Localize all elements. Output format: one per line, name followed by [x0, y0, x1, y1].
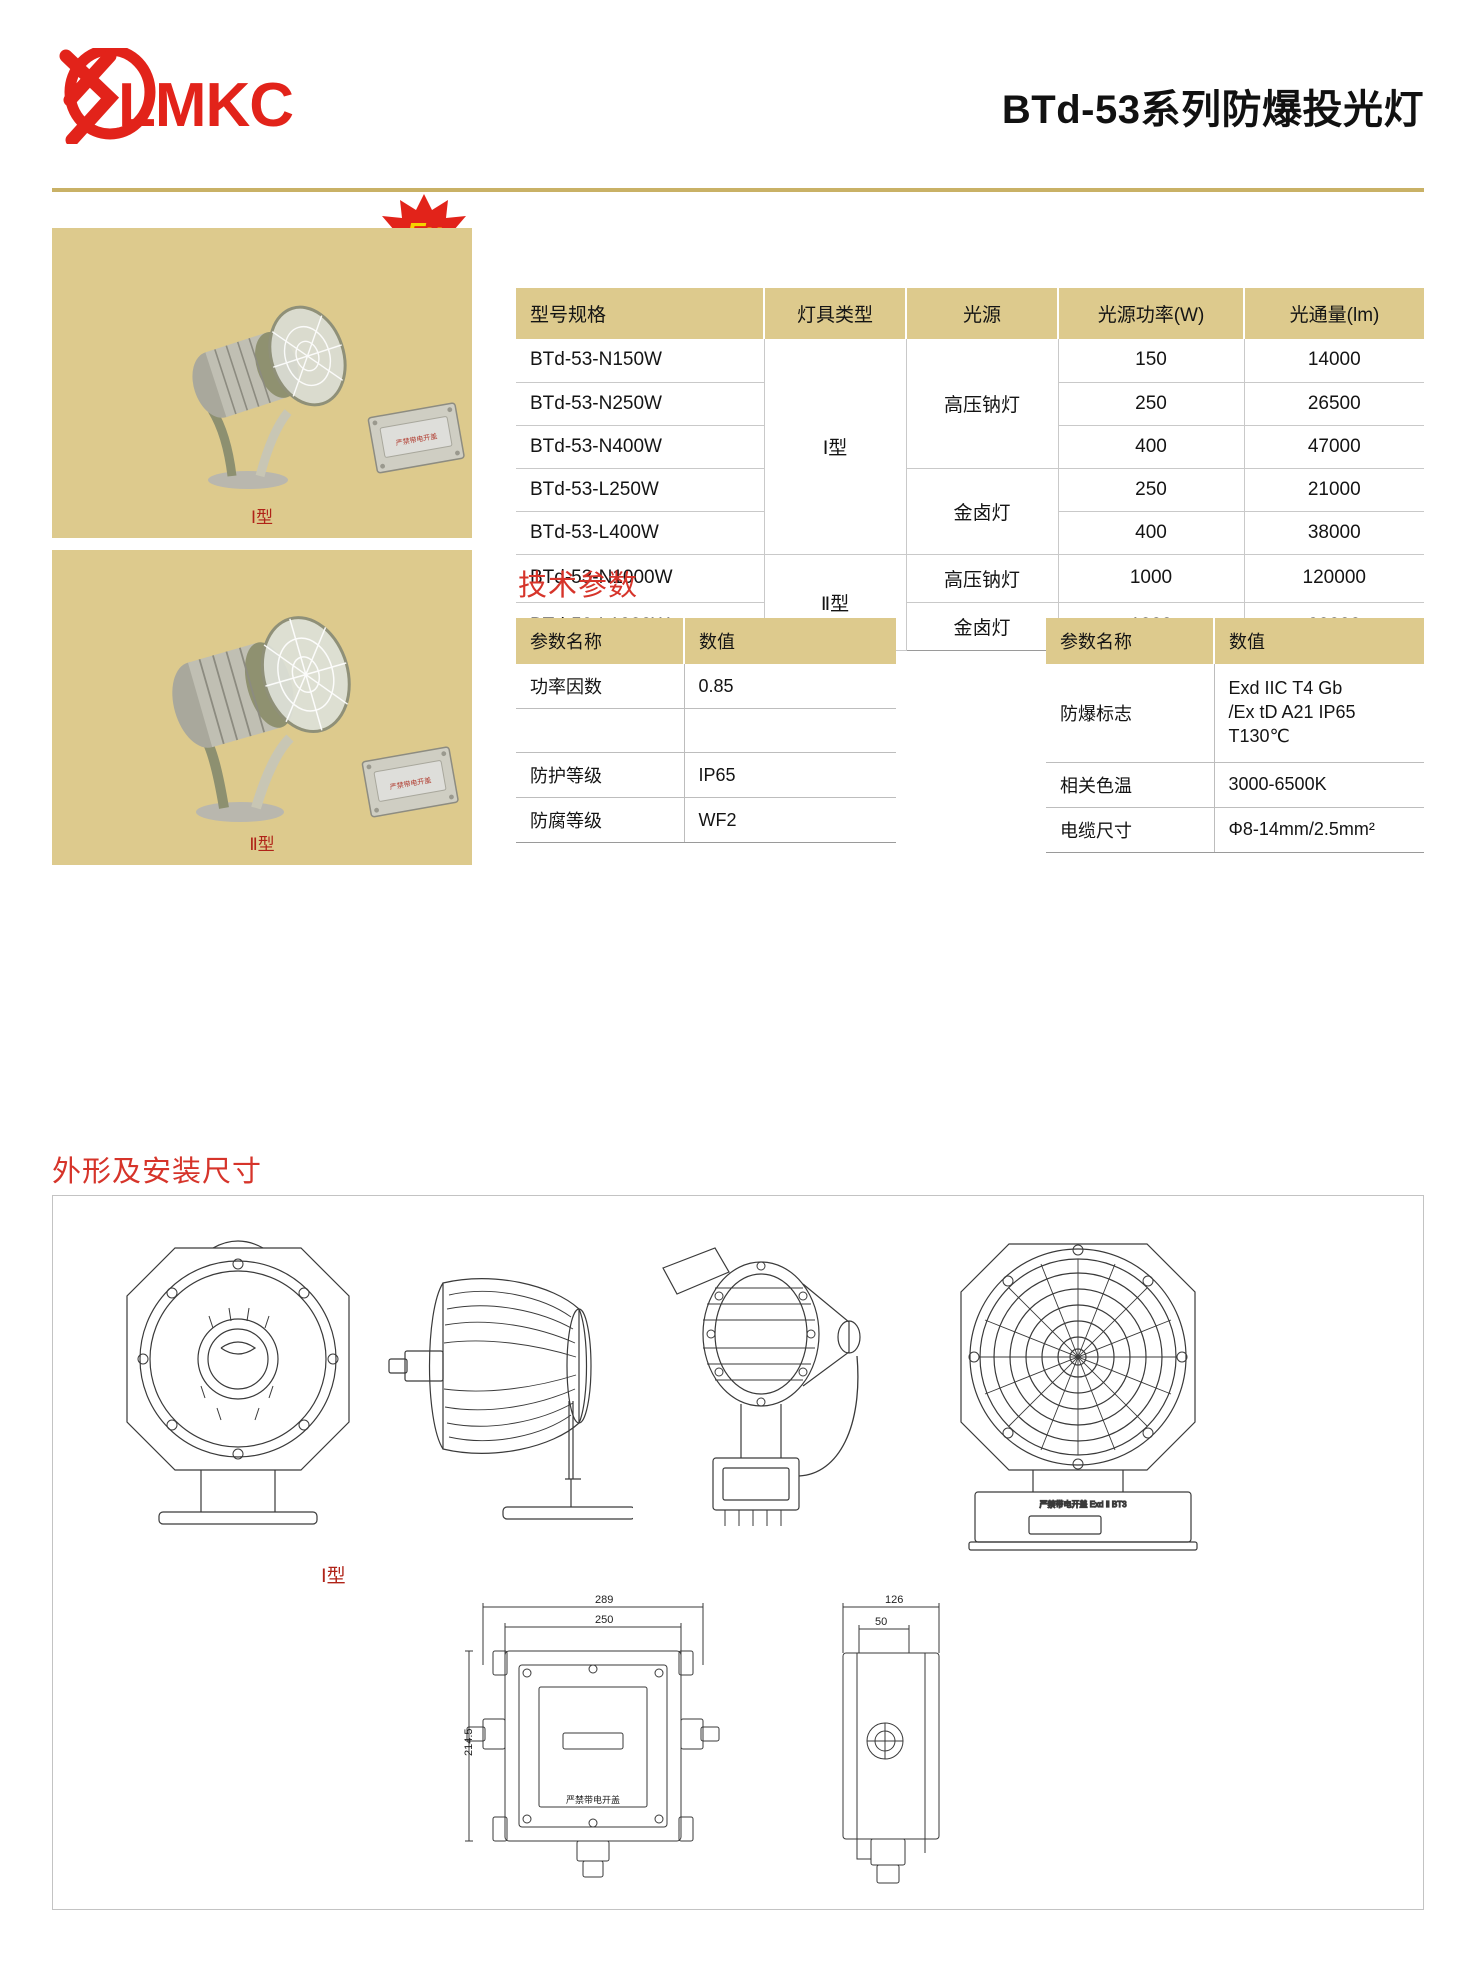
dim-label-50: 50: [875, 1616, 888, 1628]
param-name: 防爆标志: [1046, 664, 1215, 763]
tech-params-table-left: 参数名称 数值 功率因数 0.85 防护等级 IP65 防腐等级 WF2: [516, 618, 896, 843]
table-row: BTd-53-N1000W Ⅱ型 高压钠灯 1000 120000: [516, 554, 1424, 651]
param-name: 相关色温: [1046, 762, 1215, 808]
spec-header-flux: 光通量(lm): [1244, 288, 1424, 339]
cell-power: 400: [1058, 511, 1245, 555]
table-row: 功率因数 0.85: [516, 664, 896, 709]
tech-right-header-value: 数值: [1214, 618, 1424, 664]
photo-caption-type-1: Ⅰ型: [250, 508, 273, 527]
param-value: IP65: [684, 752, 896, 798]
tech-right-header-name: 参数名称: [1046, 618, 1215, 664]
dim-label-126: 126: [885, 1594, 904, 1606]
dim-label-214-5: 214.5: [463, 1728, 475, 1756]
drawing-front-view: [126, 1240, 350, 1525]
param-value: Φ8-14mm/2.5mm²: [1214, 807, 1424, 853]
spec-table-header-row: 型号规格 灯具类型 光源 光源功率(W) 光通量(lm): [516, 288, 1424, 339]
param-value: 3000-6500K: [1214, 762, 1424, 808]
cell-source: 金卤灯: [906, 602, 1059, 651]
page-title: BTd-53系列防爆投光灯: [1001, 88, 1424, 132]
drawing-junction-box-detail: 严禁带电开盖: [465, 1603, 720, 1878]
table-row: 防腐等级 WF2: [516, 797, 896, 843]
lamp-warning-plate-text: 严禁带电开盖 Exd Ⅱ BT3: [1039, 1499, 1127, 1509]
param-value: Exd IIC T4 Gb /Ex tD A21 IP65 T130℃: [1214, 664, 1424, 763]
cell-power: 250: [1058, 468, 1245, 512]
cell-model: BTd-53-N1000W: [516, 554, 765, 603]
drawing-junction-box-side: [842, 1603, 940, 1884]
param-value: [684, 708, 896, 753]
drawing-angled-view: [662, 1247, 861, 1526]
product-photo-type-2: 严禁带电开盖 Ⅱ型: [52, 550, 472, 865]
tech-left-header-name: 参数名称: [516, 618, 685, 664]
tech-left-header-value: 数值: [684, 618, 896, 664]
table-row: 相关色温 3000-6500K: [1046, 762, 1424, 808]
cell-flux: 120000: [1244, 554, 1424, 603]
photo-caption-type-2: Ⅱ型: [249, 835, 275, 854]
cell-flux: 21000: [1244, 468, 1424, 512]
cell-flux: 47000: [1244, 425, 1424, 469]
param-value: 0.85: [684, 664, 896, 709]
spec-header-source: 光源: [906, 288, 1059, 339]
spec-header-type: 灯具类型: [764, 288, 907, 339]
tech-right-header-row: 参数名称 数值: [1046, 618, 1424, 664]
table-row: 防爆标志 Exd IIC T4 Gb /Ex tD A21 IP65 T130℃: [1046, 664, 1424, 763]
cell-model: BTd-53-N250W: [516, 382, 765, 426]
tech-left-header-row: 参数名称 数值: [516, 618, 896, 664]
table-row: [516, 708, 896, 753]
param-value: WF2: [684, 797, 896, 843]
page-header: LMKC BTd-53系列防爆投光灯: [0, 0, 1476, 192]
drawing-guard-view: 严禁带电开盖 Exd Ⅱ BT3: [960, 1243, 1198, 1551]
cell-flux: 38000: [1244, 511, 1424, 555]
spec-header-model: 型号规格: [516, 288, 765, 339]
cell-model: BTd-53-L250W: [516, 468, 765, 512]
cell-model: BTd-53-L400W: [516, 511, 765, 555]
table-row: 电缆尺寸 Φ8-14mm/2.5mm²: [1046, 807, 1424, 853]
tech-params-table-right: 参数名称 数值 防爆标志 Exd IIC T4 Gb /Ex tD A21 IP…: [1046, 618, 1424, 853]
cell-flux: 14000: [1244, 339, 1424, 383]
cell-model: BTd-53-N150W: [516, 339, 765, 383]
junction-box-warning-plate-text: 严禁带电开盖: [566, 1794, 620, 1805]
cell-power: 400: [1058, 425, 1245, 469]
table-row: BTd-53-N400W 400 47000: [516, 425, 1424, 469]
dimensions-drawing-box: 严禁带电开盖 Exd Ⅱ BT3 Ⅰ型: [52, 1195, 1424, 1910]
table-row: BTd-53-N150W Ⅰ型 高压钠灯 150 14000: [516, 339, 1424, 555]
cell-source-mh: 金卤灯: [906, 468, 1059, 555]
cell-type-1: Ⅰ型: [764, 339, 907, 555]
header-divider: [52, 188, 1424, 192]
table-row: BTd-53-N250W 250 26500: [516, 382, 1424, 426]
brand-logo: LMKC: [52, 48, 372, 144]
cell-source-hps: 高压钠灯: [906, 339, 1059, 469]
cell-power: 150: [1058, 339, 1245, 383]
param-name: 防护等级: [516, 752, 685, 798]
specification-table: 型号规格 灯具类型 光源 光源功率(W) 光通量(lm) BTd-53-N150…: [516, 288, 1424, 651]
table-row: 防护等级 IP65: [516, 752, 896, 798]
floodlight-type-1-illustration: 严禁带电开盖: [192, 305, 465, 489]
param-name: 功率因数: [516, 664, 685, 709]
product-photo-type-1: 严禁带电开盖 Ⅰ型: [52, 228, 472, 538]
dim-label-289: 289: [595, 1594, 614, 1606]
dimensions-title: 外形及安装尺寸: [52, 1156, 263, 1188]
svg-text:LMKC: LMKC: [118, 71, 293, 140]
cell-model: BTd-53-N400W: [516, 425, 765, 469]
param-name: 电缆尺寸: [1046, 807, 1215, 853]
cell-power: 250: [1058, 382, 1245, 426]
param-name: [516, 708, 685, 753]
dim-label-250: 250: [595, 1614, 614, 1626]
cell-power: 1000: [1058, 554, 1245, 603]
floodlight-type-2-illustration: 严禁带电开盖: [172, 616, 459, 822]
spec-header-power: 光源功率(W): [1058, 288, 1245, 339]
cell-source: 高压钠灯: [906, 554, 1059, 603]
drawing-caption-type-1: Ⅰ型: [321, 1566, 346, 1587]
tech-params-title: 技术参数: [518, 570, 639, 602]
cell-flux: 26500: [1244, 382, 1424, 426]
table-row: BTd-53-L400W 400 38000: [516, 511, 1424, 555]
table-row: BTd-53-L250W 金卤灯 250 21000: [516, 468, 1424, 555]
param-name: 防腐等级: [516, 797, 685, 843]
drawing-side-view: [388, 1278, 633, 1520]
